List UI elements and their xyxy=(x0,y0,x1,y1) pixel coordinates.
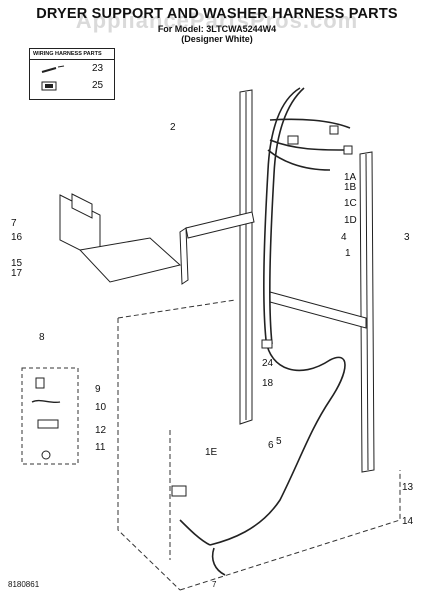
callout-24: 24 xyxy=(262,358,274,369)
cross-brace xyxy=(179,211,367,329)
callout-7: 7 xyxy=(11,218,17,229)
legend-heading: WIRING HARNESS PARTS xyxy=(30,49,114,60)
harness-parts-group xyxy=(21,367,79,465)
callout-6: 6 xyxy=(268,440,274,451)
callout-4: 4 xyxy=(341,232,347,243)
left-upright-support xyxy=(239,89,253,425)
callout-5: 5 xyxy=(276,436,282,447)
callout-3: 3 xyxy=(404,232,410,243)
footer-page-number: 7 xyxy=(212,580,217,589)
callout-1b: 1B xyxy=(344,182,357,193)
callout-1a: 1A xyxy=(344,172,357,183)
callout-14: 14 xyxy=(402,516,414,527)
screw-part-icon xyxy=(41,65,65,73)
wiring-harness-legend: WIRING HARNESS PARTS 23 25 xyxy=(29,48,115,100)
watermark: AppliancePartsPros.com xyxy=(75,8,359,33)
callout-15: 15 xyxy=(11,258,23,269)
wiring-harness xyxy=(179,87,351,576)
legend-icons xyxy=(41,65,65,91)
callout-13: 13 xyxy=(402,482,414,493)
callout-2: 2 xyxy=(170,122,176,133)
callout-18: 18 xyxy=(262,378,274,389)
callout-11: 11 xyxy=(95,442,106,453)
variant-line: (Designer White) xyxy=(181,34,253,44)
model-line: For Model: 3LTCWA5244W4 xyxy=(157,24,277,34)
callout-1d: 1D xyxy=(344,215,357,226)
harness-connectors xyxy=(171,125,353,497)
callout-16: 16 xyxy=(11,232,23,243)
callout-1e: 1E xyxy=(205,447,218,458)
callout-10: 10 xyxy=(95,402,107,413)
right-upright-support xyxy=(359,151,375,473)
bracket-assembly xyxy=(59,193,182,283)
washer-cabinet-outline xyxy=(117,299,401,591)
callout-8: 8 xyxy=(39,332,45,343)
legend-item-23: 23 xyxy=(92,63,104,74)
callout-1: 1 xyxy=(345,248,351,259)
page-title: DRYER SUPPORT AND WASHER HARNESS PARTS xyxy=(36,6,398,22)
callout-9: 9 xyxy=(95,384,101,395)
connector-part-icon xyxy=(41,81,57,91)
callout-12: 12 xyxy=(95,425,107,436)
legend-item-25: 25 xyxy=(92,80,104,91)
callout-17: 17 xyxy=(11,268,23,279)
footer-part-number: 8180861 xyxy=(8,580,40,589)
callout-1c: 1C xyxy=(344,198,357,209)
